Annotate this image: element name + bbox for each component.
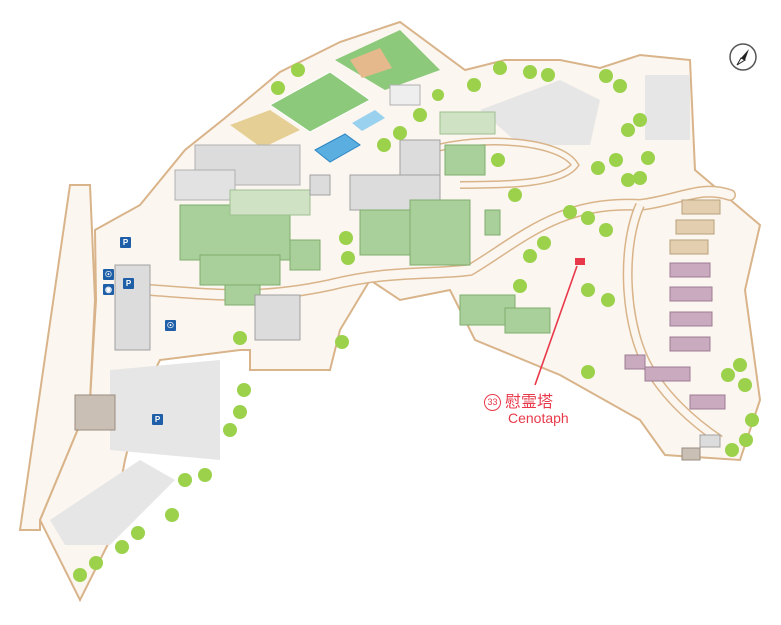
parking-icon: P — [120, 237, 131, 248]
marker-number: 33 — [484, 394, 501, 411]
cenotaph-name-jp: 慰霊塔 — [505, 392, 554, 411]
buildings-south — [74, 294, 551, 431]
road-east-curve-fill — [624, 203, 722, 443]
leader-line — [534, 265, 578, 386]
parking-icon: P — [152, 414, 163, 425]
buildings-central — [114, 84, 501, 351]
cenotaph-label-en: Cenotaph — [508, 410, 569, 426]
parking-lot-west — [110, 360, 220, 460]
lot-northeast — [480, 80, 600, 145]
cenotaph-marker[interactable] — [575, 258, 585, 265]
tennis-courts — [230, 110, 300, 148]
pool-small — [352, 110, 385, 131]
pool — [314, 133, 361, 163]
bicycle-icon: ☉ — [165, 320, 176, 331]
lot-southwest — [50, 460, 175, 545]
baseball-infield — [350, 48, 392, 78]
parking-icon: P — [123, 278, 134, 289]
housing-east — [624, 199, 726, 461]
compass-icon — [729, 43, 757, 71]
bicycle-icon: ☉ — [103, 269, 114, 280]
road-west — [18, 184, 97, 531]
lot-east — [645, 75, 690, 140]
road-loop-north-fill — [429, 139, 579, 188]
trees — [73, 61, 759, 582]
soccer-field — [269, 71, 371, 133]
motorcycle-icon: ◉ — [103, 284, 114, 295]
